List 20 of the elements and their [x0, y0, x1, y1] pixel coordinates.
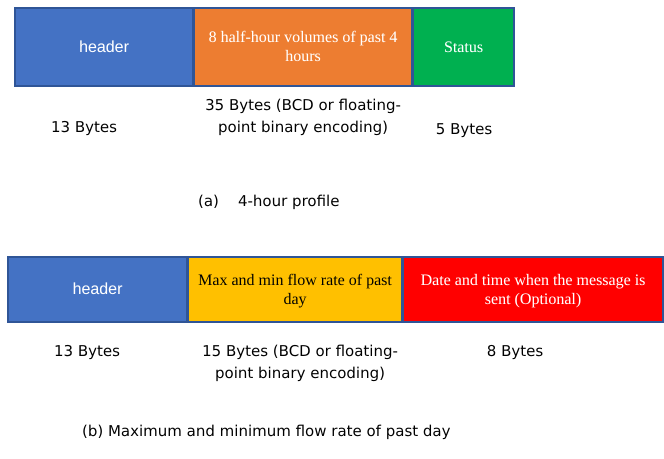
- byte-size-text: 5 Bytes: [434, 119, 494, 140]
- field-box: [193, 7, 413, 87]
- byte-size-text: 15 Bytes (BCD or floating-point binary encoding): [201, 341, 399, 384]
- caption-text: (b) Maximum and minimum flow rate of past day: [82, 422, 451, 440]
- field-name: Status: [442, 38, 484, 56]
- field-box: [14, 7, 194, 87]
- caption-text: (a) 4-hour profile: [198, 192, 340, 210]
- field-box: [402, 256, 664, 323]
- field-name: 8 half-hour volumes of past 4 hours: [208, 28, 398, 66]
- field-box: [187, 256, 403, 323]
- field-name: Date and time when the message is sent (Optional): [420, 270, 646, 308]
- field-name: header: [78, 38, 130, 56]
- byte-size-text: 13 Bytes: [53, 341, 121, 362]
- byte-size-text: 8 Bytes: [486, 341, 544, 362]
- field-name: header: [72, 280, 124, 299]
- field-box: [412, 7, 515, 87]
- byte-size-text: 13 Bytes: [50, 117, 118, 138]
- field-box: [7, 256, 188, 323]
- byte-size-text: 35 Bytes (BCD or floating-point binary encoding): [204, 95, 402, 138]
- field-name: Max and min flow rate of past day: [197, 270, 393, 308]
